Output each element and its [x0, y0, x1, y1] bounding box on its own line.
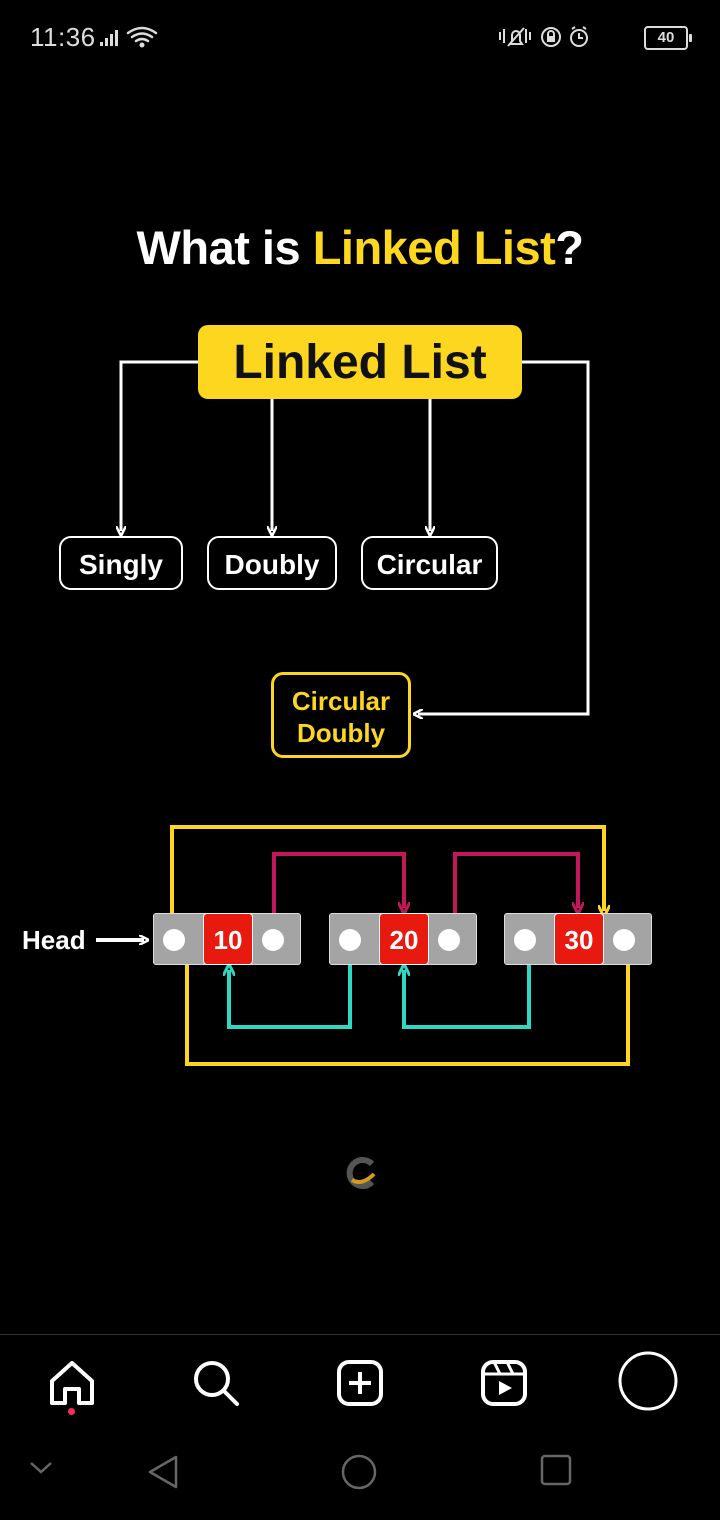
- post-image: What is Linked List? Linked List Singly …: [0, 72, 720, 1334]
- headline-accent: Linked List: [312, 221, 556, 274]
- list-node: 10: [153, 913, 301, 965]
- prev-pointer-dot: [163, 929, 185, 951]
- prev-pointer-dot: [339, 929, 361, 951]
- node-value: 30: [554, 913, 604, 965]
- prev-pointer-dot: [514, 929, 536, 951]
- status-right-icons: [499, 26, 588, 47]
- next-pointer-dot: [438, 929, 460, 951]
- doubly-box: Doubly: [207, 536, 337, 590]
- chevron-down-icon[interactable]: [28, 1454, 54, 1480]
- recents-icon[interactable]: [540, 1454, 572, 1486]
- head-label: Head: [22, 925, 86, 955]
- singly-box: Singly: [59, 536, 183, 590]
- next-pointers: [272, 852, 578, 929]
- home-circle-icon[interactable]: [341, 1454, 377, 1490]
- circular-doubly-box: Circular Doubly: [271, 672, 411, 758]
- notification-dot: [68, 1408, 75, 1415]
- battery-indicator: 40: [644, 26, 692, 50]
- diagram-connectors: [96, 360, 630, 1066]
- status-bar: 11:36 40: [0, 0, 720, 72]
- home-icon[interactable]: [42, 1353, 102, 1413]
- list-node: 20: [329, 913, 477, 965]
- tree-connectors: [121, 360, 590, 714]
- post-headline: What is Linked List?: [0, 220, 720, 275]
- headline-suffix: ?: [555, 221, 584, 274]
- reels-icon[interactable]: [474, 1353, 534, 1413]
- search-icon[interactable]: [186, 1353, 246, 1413]
- circular-doubly-line1: Circular: [291, 686, 391, 716]
- status-time: 11:36: [30, 22, 96, 52]
- back-icon[interactable]: [146, 1454, 182, 1490]
- create-post-icon[interactable]: [330, 1353, 390, 1413]
- bottom-nav-bar: [0, 1334, 720, 1431]
- node-value: 20: [379, 913, 429, 965]
- profile-avatar-icon[interactable]: [616, 1349, 680, 1413]
- watermark-logo-icon: [346, 1157, 376, 1189]
- circular-doubly-line2: Doubly: [296, 718, 386, 748]
- next-pointer-dot: [613, 929, 635, 951]
- list-node: 30: [504, 913, 652, 965]
- linked-list-root-box: Linked List: [198, 325, 522, 399]
- signal-wifi-icons: [100, 26, 158, 48]
- headline-prefix: What is: [136, 221, 313, 274]
- next-pointer-dot: [262, 929, 284, 951]
- circular-box: Circular: [361, 536, 498, 590]
- node-value: 10: [203, 913, 253, 965]
- prev-pointers: [229, 952, 531, 1029]
- system-navigation-bar: [0, 1430, 720, 1520]
